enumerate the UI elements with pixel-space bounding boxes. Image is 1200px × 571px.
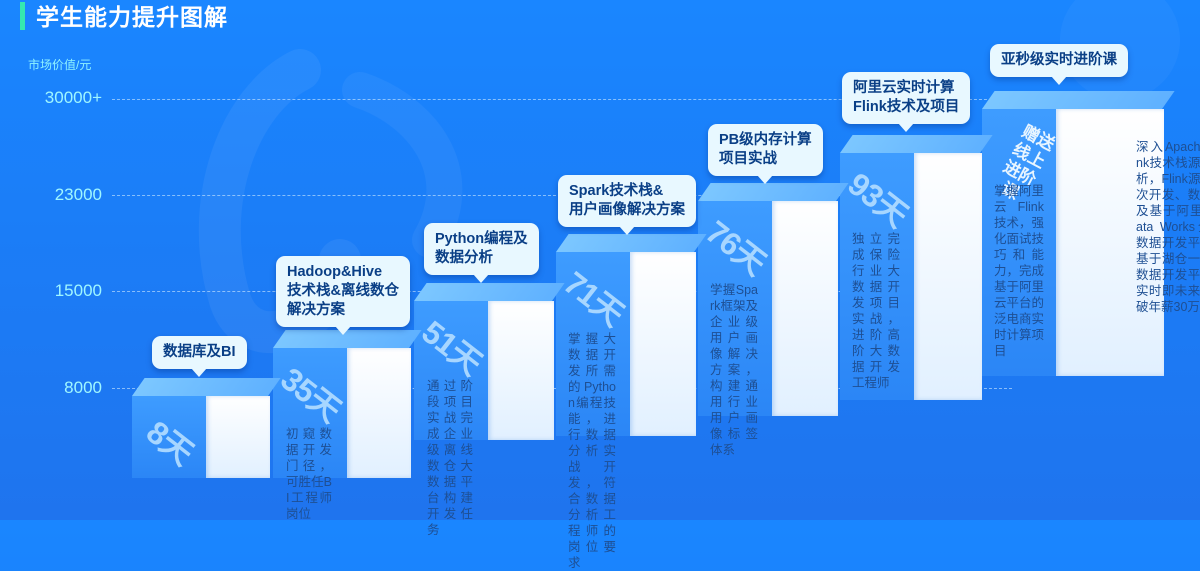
- block-top-face: [132, 378, 281, 396]
- page-title: 学生能力提升图解: [36, 4, 228, 30]
- y-axis-title: 市场价值/元: [28, 58, 92, 72]
- stage-title-bubble: 数据库及BI: [152, 336, 247, 377]
- y-tick-label: 15000: [54, 281, 102, 300]
- y-tick-label: 8000: [64, 378, 102, 397]
- block-top-face: [414, 283, 565, 301]
- y-tick-label: 23000: [54, 185, 102, 204]
- grid-line: [112, 99, 1012, 100]
- block-top-face: [698, 183, 849, 201]
- stage-description: 学握Spark框架及企业级用户画像解决方案，构建通用行业用户画像标签体系: [710, 283, 758, 457]
- stage-title-bubble: Spark技术栈& 用户画像解决方案: [558, 175, 696, 235]
- stage-description: 掌握大数据开发所需的Python编程技能，进行数据分析实战开发，符合数据分析工程…: [568, 332, 616, 570]
- stage-block: 深入Apache Flink技术栈源码剖析，Flink源码二次开发、数据湖及基于…: [982, 91, 1200, 376]
- block-side-face: 学握Spark框架及企业级用户画像解决方案，构建通用行业用户画像标签体系: [630, 252, 758, 457]
- block-top-face: [982, 91, 1175, 109]
- stage-title-bubble: Hadoop&Hive 技术栈&离线数仓 解决方案: [276, 256, 410, 335]
- stage-title-bubble: 亚秒级实时进阶课: [990, 44, 1128, 85]
- block-top-face: [840, 135, 993, 153]
- title-accent-bar: [20, 2, 25, 30]
- stage-title-bubble: Python编程及 数据分析: [424, 223, 539, 283]
- block-front-face: [840, 153, 914, 400]
- block-side-face: 独立完成保险行业大数据开发项目实战，进阶高阶大数据开发工程师: [772, 201, 900, 416]
- block-top-face: [556, 234, 707, 252]
- stage-title-bubble: PB级内存计算 项目实战: [708, 124, 823, 184]
- block-front-face: [273, 348, 347, 478]
- stage-description: 初窥数据开发门径，可胜任BI工程师岗位: [286, 427, 332, 521]
- stage-description: 通过阶段项目实战完成企业级离线数仓大数据平台构建开发任务: [427, 379, 473, 537]
- block-front-face: [414, 301, 488, 440]
- stage-title-bubble: 阿里云实时计算 Flink技术及项目: [842, 72, 971, 132]
- stage-description: 深入Apache Flink技术栈源码剖析，Flink源码二次开发、数据湖及基于…: [1136, 140, 1200, 314]
- block-front-face: [132, 396, 206, 478]
- block-front-face: [982, 109, 1056, 376]
- stage-block: 掌握阿里云Flink技术，强化面试技巧和能力，完成基于阿里云平台的泛电商实时计算…: [840, 135, 1044, 400]
- block-side-face: 通过阶段项目实战完成企业级离线数仓大数据平台构建开发任务: [347, 348, 473, 537]
- block-front-face: [556, 252, 630, 436]
- stage-block: 掌握大数据开发所需的Python编程技能，进行数据分析实战开发，符合数据分析工程…: [414, 283, 616, 570]
- y-tick-label: 30000+: [44, 88, 102, 107]
- stage-description: 掌握阿里云Flink技术，强化面试技巧和能力，完成基于阿里云平台的泛电商实时计算…: [994, 184, 1045, 358]
- stage-description: 独立完成保险行业大数据开发项目实战，进阶高阶大数据开发工程师: [852, 232, 900, 390]
- block-side-face: 掌握阿里云Flink技术，强化面试技巧和能力，完成基于阿里云平台的泛电商实时计算…: [914, 153, 1044, 400]
- block-side-face: 深入Apache Flink技术栈源码剖析，Flink源码二次开发、数据湖及基于…: [1056, 109, 1200, 376]
- block-side-face: 掌握大数据开发所需的Python编程技能，进行数据分析实战开发，符合数据分析工程…: [488, 301, 616, 570]
- block-side-face: 初窥数据开发门径，可胜任BI工程师岗位: [206, 396, 332, 521]
- block-front-face: [698, 201, 772, 416]
